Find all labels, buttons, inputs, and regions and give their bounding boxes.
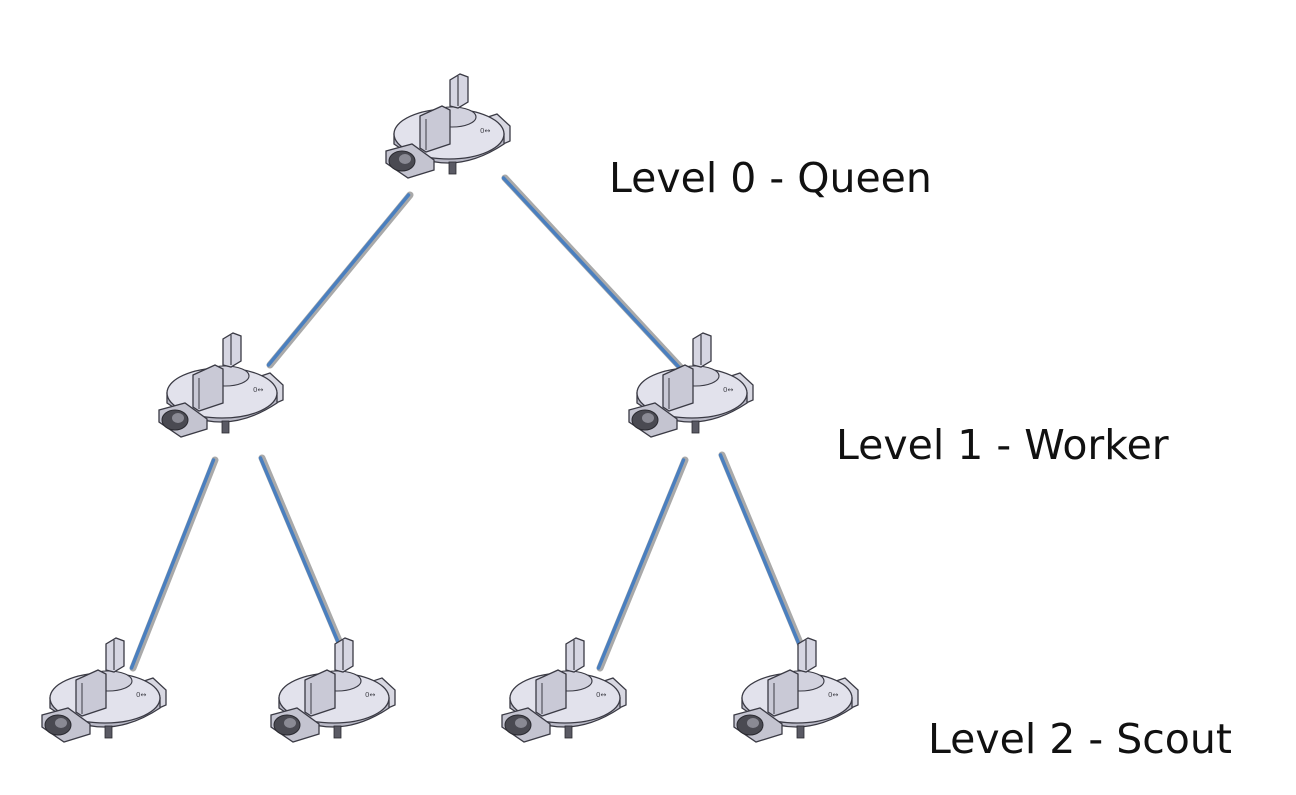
robot-node-queen [385, 73, 511, 179]
link-queen-to-worker-left [266, 191, 414, 369]
link-worker-left-to-scout-1 [129, 456, 219, 672]
level-1-label: Level 1 - Worker [836, 421, 1169, 469]
level-2-label: Level 2 - Scout [928, 715, 1232, 763]
link-worker-left-to-scout-2 [258, 454, 349, 659]
robot-node-scout-2 [270, 637, 396, 743]
robot-node-scout-1 [41, 637, 167, 743]
link-queen-to-worker-right [501, 174, 687, 374]
robot-node-scout-4 [733, 637, 859, 743]
robot-node-worker-right [628, 332, 754, 438]
edges-layer [129, 174, 809, 672]
robot-node-worker-left [158, 332, 284, 438]
link-worker-right-to-scout-3 [596, 456, 689, 672]
level-0-label: Level 0 - Queen [609, 154, 932, 202]
link-worker-right-to-scout-4 [718, 451, 809, 659]
